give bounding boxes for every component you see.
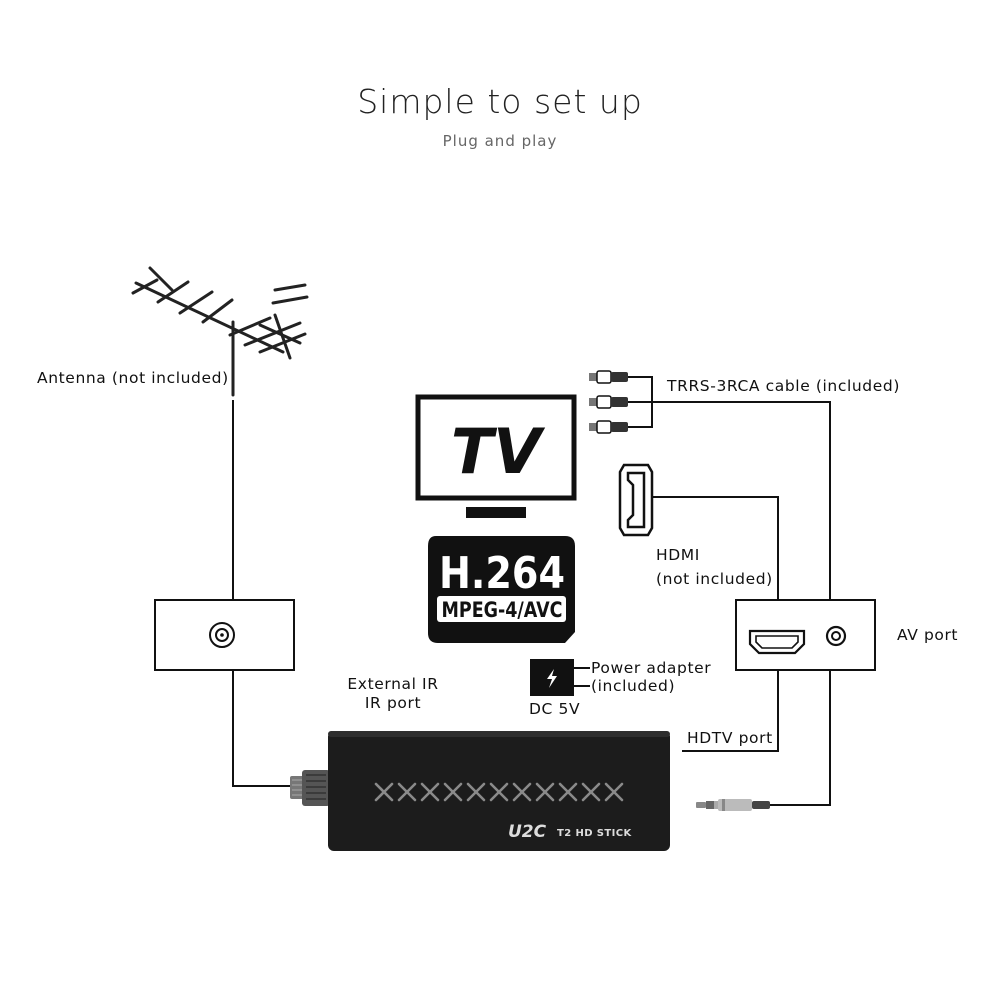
power-adapter-icon	[530, 659, 574, 696]
ir-port-label-line2: IR port	[364, 694, 422, 712]
hdmi-port-icon	[748, 629, 806, 655]
tv-icon: TV	[415, 394, 577, 518]
antenna-icon	[131, 266, 309, 397]
tv-icon-label: TV	[451, 415, 546, 488]
av-port-label: AV port	[897, 626, 959, 644]
audio-jack-icon	[696, 799, 770, 811]
ir-port-label-line1: External IR	[347, 675, 439, 693]
vent-pattern	[374, 782, 624, 802]
device-brand-logo: U2C	[508, 822, 547, 842]
antenna-wall-plate	[154, 599, 295, 671]
hdmi-connector-icon	[618, 463, 654, 537]
av-wall-plate	[735, 599, 876, 671]
h264-badge-line1: H.264	[439, 548, 565, 599]
power-adapter-label-line1: Power adapter	[591, 659, 712, 677]
hdmi-label-line1: HDMI	[656, 546, 700, 564]
page-title: Simple to set up	[357, 82, 643, 121]
rca-plugs-icon	[589, 370, 628, 434]
device-model-label: T2 HD STICK	[557, 828, 632, 839]
t2-hd-stick-device: U2C T2 HD STICK	[290, 731, 670, 851]
power-adapter-label-line2: (included)	[591, 677, 676, 695]
trrs-cable-label: TRRS-3RCA cable (included)	[667, 377, 900, 395]
antenna-label: Antenna (not included)	[37, 369, 229, 387]
page-subtitle: Plug and play	[442, 132, 558, 150]
hdmi-label-line2: (not included)	[656, 570, 773, 588]
wires	[232, 376, 831, 806]
hdtv-port-label: HDTV port	[687, 729, 773, 747]
h264-badge-line2: MPEG-4/AVC	[442, 598, 563, 622]
h264-badge: H.264 MPEG-4/AVC	[428, 536, 575, 643]
dc-voltage-label: DC 5V	[529, 700, 581, 718]
